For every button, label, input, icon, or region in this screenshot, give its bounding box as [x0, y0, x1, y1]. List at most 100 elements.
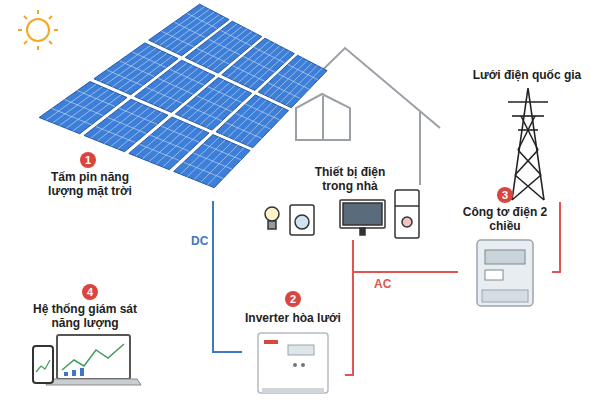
component-label: Lưới điện quốc gia	[473, 68, 582, 82]
panel-cell-line	[52, 108, 92, 124]
panel-cell-line	[161, 126, 199, 142]
sun-icon-part	[24, 16, 27, 19]
appliance-icons-part	[268, 221, 276, 229]
inverter-icon-part	[293, 363, 297, 367]
power-tower-icon-part	[515, 150, 538, 175]
panel-cell-line	[197, 96, 232, 112]
meter-icon-part	[477, 240, 533, 306]
panel-cell-line	[186, 105, 222, 121]
panel-cell-line	[161, 31, 193, 47]
callout-number: 3	[497, 187, 513, 203]
panel-cell-line	[106, 48, 156, 84]
panel-cell-line	[268, 83, 300, 99]
component-label: Inverter hòa lưới	[245, 311, 341, 325]
monitoring-devices-icon-part	[57, 335, 130, 379]
appliance-icons-part	[395, 190, 419, 238]
wire-label: DC	[189, 234, 210, 248]
power-tower-icon-part	[508, 101, 548, 103]
inverter-icon-part	[262, 388, 324, 393]
sun-icon-part	[24, 41, 27, 44]
panel-cell-line	[183, 162, 223, 178]
house-outline-part	[419, 112, 421, 185]
power-tower-icon-part	[521, 116, 538, 150]
callout-number: 4	[82, 284, 98, 300]
power-wire	[213, 201, 242, 352]
panel-cell-line	[197, 48, 229, 64]
callout-number: 1	[80, 152, 96, 168]
panel-cell-line	[77, 91, 115, 107]
panel-cell-line	[278, 74, 309, 90]
panel-cell-line	[149, 125, 190, 162]
appliance-icons-part	[360, 228, 365, 235]
panel-cell-line	[147, 65, 193, 101]
panel-cell-line	[150, 135, 189, 151]
meter-node: 3Công tơ điện 2 chiều	[458, 183, 552, 308]
panel-cell-line	[170, 69, 204, 85]
monitoring-devices-icon-part	[33, 346, 53, 383]
appliance-icons	[265, 190, 419, 238]
panel-cell-line	[158, 78, 193, 94]
panel-cell-line	[146, 87, 182, 103]
solar-panel	[174, 135, 250, 188]
power-tower-icon-part	[515, 175, 544, 200]
panel-cell-line	[288, 64, 318, 79]
power-tower-icon-part	[518, 150, 541, 175]
panel-cell-line	[196, 26, 242, 62]
monitoring-node: 4 Hệ thống giám sát năng lượng	[23, 281, 160, 390]
power-tower-icon-part	[512, 175, 541, 200]
component-label: Hệ thống giám sát năng lượng	[26, 302, 144, 330]
sun-icon-part	[49, 16, 52, 19]
inverter-icon-part	[288, 345, 314, 355]
panel-cell-line	[65, 100, 104, 116]
power-tower-icon-part	[512, 115, 544, 117]
panel-cell-line	[233, 43, 275, 80]
inverter-icon-part	[258, 333, 328, 393]
sun-icon-part	[27, 19, 49, 41]
power-wire	[345, 272, 458, 375]
sun-icon-part	[54, 29, 58, 31]
panel-cell-line	[153, 68, 198, 104]
panel-cell-line	[254, 47, 284, 62]
panel-cell-line	[220, 30, 250, 45]
panel-cell-line	[174, 22, 205, 38]
component-label: Thiết bị điện trong nhà	[300, 165, 400, 193]
panel-cell-line	[208, 87, 242, 103]
power-wire	[552, 202, 560, 272]
meter-icon-part	[482, 290, 528, 302]
appliance-icons-part	[343, 203, 382, 225]
grid-tower-node: Lưới điện quốc gia	[470, 62, 585, 202]
appliances-node: Thiết bị điện trong nhà	[265, 162, 430, 240]
panel-cell-line	[238, 46, 279, 83]
monitoring-devices-icon-part	[46, 379, 141, 385]
monitoring-devices-icon-part	[72, 370, 76, 376]
house-outline-part	[322, 96, 324, 140]
inverter-icon	[258, 333, 328, 393]
component-label: Tấm pin năng lượng mặt trời	[40, 170, 140, 198]
wire-label: AC	[372, 277, 393, 291]
panel-cell-line	[140, 144, 180, 160]
panel-cell-line	[96, 126, 136, 142]
panel-cell-line	[104, 107, 149, 143]
panel-cell-line	[193, 153, 232, 169]
sun-icon	[18, 10, 58, 50]
meter-icon-part	[485, 270, 503, 280]
panel-cell-line	[107, 70, 143, 86]
power-tower-icon	[508, 88, 548, 200]
monitoring-devices-icon	[33, 335, 141, 385]
callout-number: 2	[285, 291, 301, 307]
panel-cell-line	[132, 52, 166, 68]
inverter-icon-part	[301, 363, 305, 367]
panel-cell-line	[275, 63, 313, 100]
panel-cell-line	[203, 144, 241, 160]
solar-panel	[258, 55, 327, 107]
house-outline-part	[296, 94, 350, 140]
panel-cell-line	[226, 123, 262, 139]
monitoring-devices-icon-part	[62, 344, 124, 370]
monitoring-devices-icon-part	[36, 360, 50, 372]
solar-panel-array	[39, 4, 327, 187]
solar-panel-node: 1Tấm pin năng lượng mặt trời	[30, 0, 230, 201]
panel-cell-line	[187, 13, 217, 28]
inverter-node: 2Inverter hòa lưới	[242, 288, 345, 398]
monitoring-devices-icon-part	[80, 368, 84, 376]
